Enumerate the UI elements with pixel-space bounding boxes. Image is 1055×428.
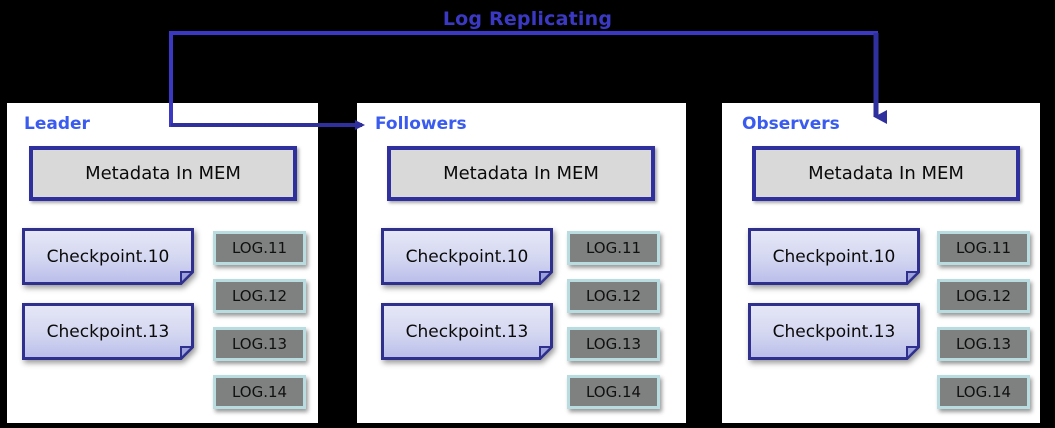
- log-label: LOG.13: [955, 335, 1012, 353]
- checkpoint-label: Checkpoint.13: [772, 321, 896, 342]
- log-label: LOG.13: [231, 335, 288, 353]
- log-block[interactable]: LOG.14: [567, 375, 660, 409]
- log-block[interactable]: LOG.14: [213, 375, 306, 409]
- log-label: LOG.12: [585, 287, 642, 305]
- metadata-label: Metadata In MEM: [443, 163, 599, 184]
- log-label: LOG.14: [231, 383, 288, 401]
- diagram-title: Log Replicating: [442, 8, 613, 30]
- checkpoint-box[interactable]: Checkpoint.13: [381, 303, 553, 360]
- log-block[interactable]: LOG.13: [213, 327, 306, 361]
- checkpoint-label: Checkpoint.13: [405, 321, 529, 342]
- log-block[interactable]: LOG.11: [213, 231, 306, 265]
- checkpoint-box[interactable]: Checkpoint.10: [381, 228, 553, 285]
- folded-doc-icon: [748, 303, 920, 360]
- metadata-label: Metadata In MEM: [808, 163, 964, 184]
- log-label: LOG.14: [955, 383, 1012, 401]
- metadata-box-observers: Metadata In MEM: [752, 146, 1020, 201]
- folded-doc-icon: [381, 303, 553, 360]
- log-block[interactable]: LOG.14: [937, 375, 1030, 409]
- log-block[interactable]: LOG.11: [937, 231, 1030, 265]
- metadata-box-leader: Metadata In MEM: [29, 146, 297, 201]
- folded-doc-icon: [748, 228, 920, 285]
- log-block[interactable]: LOG.11: [567, 231, 660, 265]
- panel-leader: Leader Metadata In MEM Checkpoint.10: [7, 103, 318, 423]
- checkpoint-box[interactable]: Checkpoint.13: [748, 303, 920, 360]
- panel-title-leader: Leader: [24, 114, 90, 134]
- log-label: LOG.12: [231, 287, 288, 305]
- folded-doc-icon: [381, 228, 553, 285]
- checkpoint-label: Checkpoint.10: [46, 246, 170, 267]
- checkpoint-label: Checkpoint.10: [772, 246, 896, 267]
- metadata-box-followers: Metadata In MEM: [387, 146, 655, 201]
- log-label: LOG.11: [955, 239, 1012, 257]
- panel-title-observers: Observers: [742, 114, 840, 134]
- log-block[interactable]: LOG.13: [567, 327, 660, 361]
- log-block[interactable]: LOG.12: [213, 279, 306, 313]
- log-label: LOG.14: [585, 383, 642, 401]
- log-block[interactable]: LOG.12: [567, 279, 660, 313]
- metadata-label: Metadata In MEM: [85, 163, 241, 184]
- panel-title-followers: Followers: [375, 114, 467, 134]
- panel-followers: Followers Metadata In MEM Checkpoint.10: [357, 103, 686, 423]
- checkpoint-box[interactable]: Checkpoint.13: [22, 303, 194, 360]
- log-block[interactable]: LOG.12: [937, 279, 1030, 313]
- folded-doc-icon: [22, 228, 194, 285]
- log-label: LOG.13: [585, 335, 642, 353]
- checkpoint-label: Checkpoint.13: [46, 321, 170, 342]
- checkpoint-box[interactable]: Checkpoint.10: [22, 228, 194, 285]
- log-label: LOG.11: [231, 239, 288, 257]
- folded-doc-icon: [22, 303, 194, 360]
- log-label: LOG.12: [955, 287, 1012, 305]
- checkpoint-box[interactable]: Checkpoint.10: [748, 228, 920, 285]
- checkpoint-label: Checkpoint.10: [405, 246, 529, 267]
- log-block[interactable]: LOG.13: [937, 327, 1030, 361]
- log-label: LOG.11: [585, 239, 642, 257]
- panel-observers: Observers Metadata In MEM Checkpoint.10: [722, 103, 1040, 423]
